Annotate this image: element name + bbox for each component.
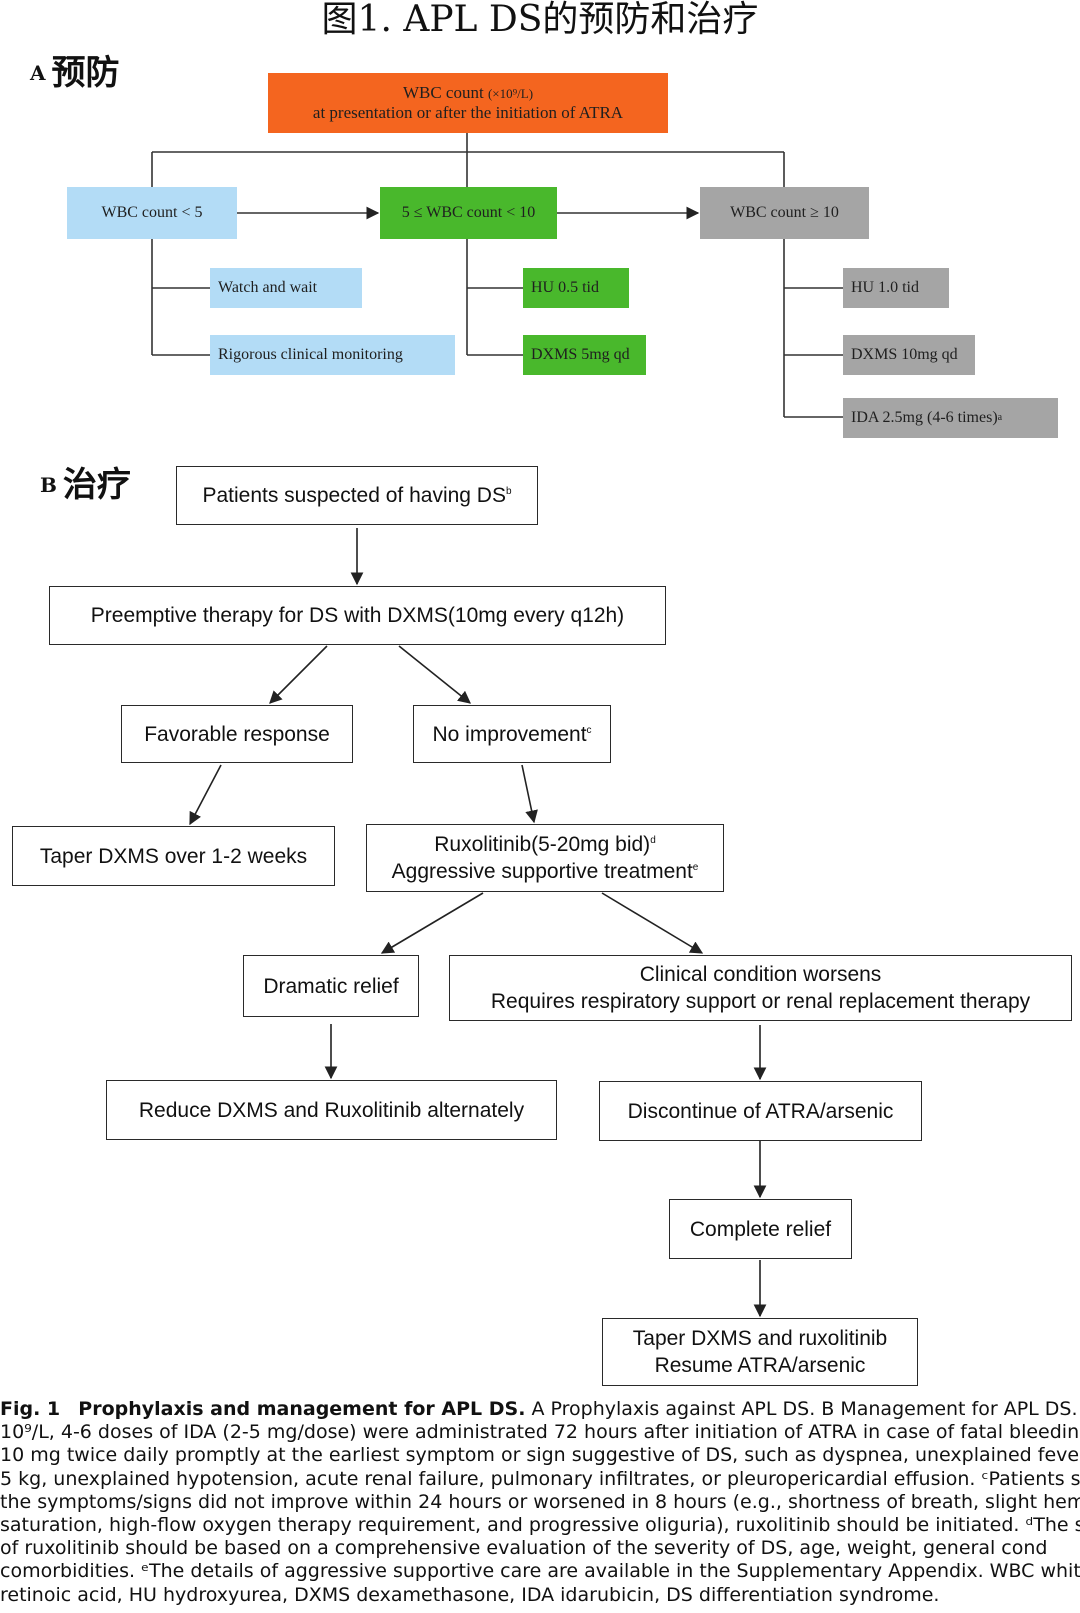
ruxolitinib-line1: Ruxolitinib(5-20mg bid) xyxy=(434,833,651,856)
suspected-ds-node: Patients suspected of having DSb xyxy=(176,466,538,525)
hu-one-node: HU 1.0 tid xyxy=(843,268,949,308)
no-improvement-text: No improvement xyxy=(432,722,587,746)
figure-title: 图1. APL DS的预防和治疗 xyxy=(321,0,759,40)
caption-line-1-rest: A Prophylaxis against APL DS. B Manageme… xyxy=(525,1398,1080,1420)
caption-line-7: of ruxolitinib should be based on a comp… xyxy=(0,1537,1048,1560)
caption-line-6: saturation, high-flow oxygen therapy req… xyxy=(0,1514,1080,1537)
clinical-monitoring-node: Rigorous clinical monitoring xyxy=(210,335,455,375)
root-line1: WBC count xyxy=(402,83,484,102)
caption-line-9: retinoic acid, HU hydroxyurea, DXMS dexa… xyxy=(0,1583,940,1606)
supportive-footnote-mark: e xyxy=(692,862,699,873)
figure-caption: Fig. 1 Prophylaxis and management for AP… xyxy=(0,1398,1080,1607)
dramatic-relief-node: Dramatic relief xyxy=(243,955,419,1017)
dxms-10mg-node: DXMS 10mg qd xyxy=(843,335,975,375)
dxms-5mg-node: DXMS 5mg qd xyxy=(523,335,646,375)
supportive-treatment-line: Aggressive supportive treatment xyxy=(391,860,693,883)
caption-line-4: 5 kg, unexplained hypotension, acute ren… xyxy=(0,1467,1080,1490)
wbc-high-node: WBC count ≥ 10 xyxy=(700,187,869,239)
condition-worsens-node: Clinical condition worsens Requires resp… xyxy=(449,955,1072,1021)
caption-fig-label: Fig. 1 xyxy=(0,1398,61,1420)
hu-half-node: HU 0.5 tid xyxy=(523,268,629,308)
complete-relief-node: Complete relief xyxy=(669,1199,852,1259)
no-improvement-node: No improvementc xyxy=(413,705,611,763)
preemptive-therapy-node: Preemptive therapy for DS with DXMS(10mg… xyxy=(49,586,666,645)
favorable-response-node: Favorable response xyxy=(121,705,353,763)
caption-line-1: Fig. 1 Prophylaxis and management for AP… xyxy=(0,1398,1080,1421)
ruxolitinib-footnote-mark: d xyxy=(650,835,656,846)
worsens-line2: Requires respiratory support or renal re… xyxy=(490,990,1031,1013)
taper-resume-line1: Taper DXMS and ruxolitinib xyxy=(632,1327,888,1350)
discontinue-atra-node: Discontinue of ATRA/arsenic xyxy=(599,1081,922,1141)
wbc-low-node: WBC count < 5 xyxy=(67,187,237,239)
taper-dxms-weeks-node: Taper DXMS over 1-2 weeks xyxy=(12,826,335,886)
caption-line-5: the symptoms/signs did not improve withi… xyxy=(0,1490,1080,1513)
section-a-letter: A xyxy=(30,61,46,85)
watch-and-wait-node: Watch and wait xyxy=(210,268,362,308)
suspected-text: Patients suspected of having DS xyxy=(202,484,506,507)
root-line2: at presentation or after the initiation … xyxy=(312,103,624,122)
caption-line-8: comorbidities. ᵉThe details of aggressiv… xyxy=(0,1560,1080,1583)
root-unit: (×10⁹/L) xyxy=(487,86,534,101)
caption-fig-title: Prophylaxis and management for APL DS. xyxy=(78,1398,526,1420)
ruxolitinib-node: Ruxolitinib(5-20mg bid)d Aggressive supp… xyxy=(366,824,724,892)
wbc-count-root-node: WBC count (×10⁹/L) at presentation or af… xyxy=(268,73,668,133)
worsens-line1: Clinical condition worsens xyxy=(639,963,882,986)
section-b-heading: 治疗 xyxy=(62,465,131,505)
reduce-dxms-node: Reduce DXMS and Ruxolitinib alternately xyxy=(106,1080,557,1140)
section-a-heading: 预防 xyxy=(51,53,120,93)
no-improvement-footnote-mark: c xyxy=(586,724,592,736)
wbc-mid-node: 5 ≤ WBC count < 10 xyxy=(380,187,557,239)
suspected-footnote-mark: b xyxy=(505,486,512,497)
ida-text: IDA 2.5mg (4-6 times) xyxy=(851,409,998,426)
taper-resume-node: Taper DXMS and ruxolitinib Resume ATRA/a… xyxy=(602,1318,918,1386)
caption-line-2: 10⁹/L, 4-6 doses of IDA (2-5 mg/dose) we… xyxy=(0,1421,1080,1444)
caption-line-3: 10 mg twice daily promptly at the earlie… xyxy=(0,1444,1080,1467)
section-b-letter: B xyxy=(40,473,57,497)
taper-resume-line2: Resume ATRA/arsenic xyxy=(654,1354,866,1377)
ida-node: IDA 2.5mg (4-6 times)a xyxy=(843,398,1058,438)
